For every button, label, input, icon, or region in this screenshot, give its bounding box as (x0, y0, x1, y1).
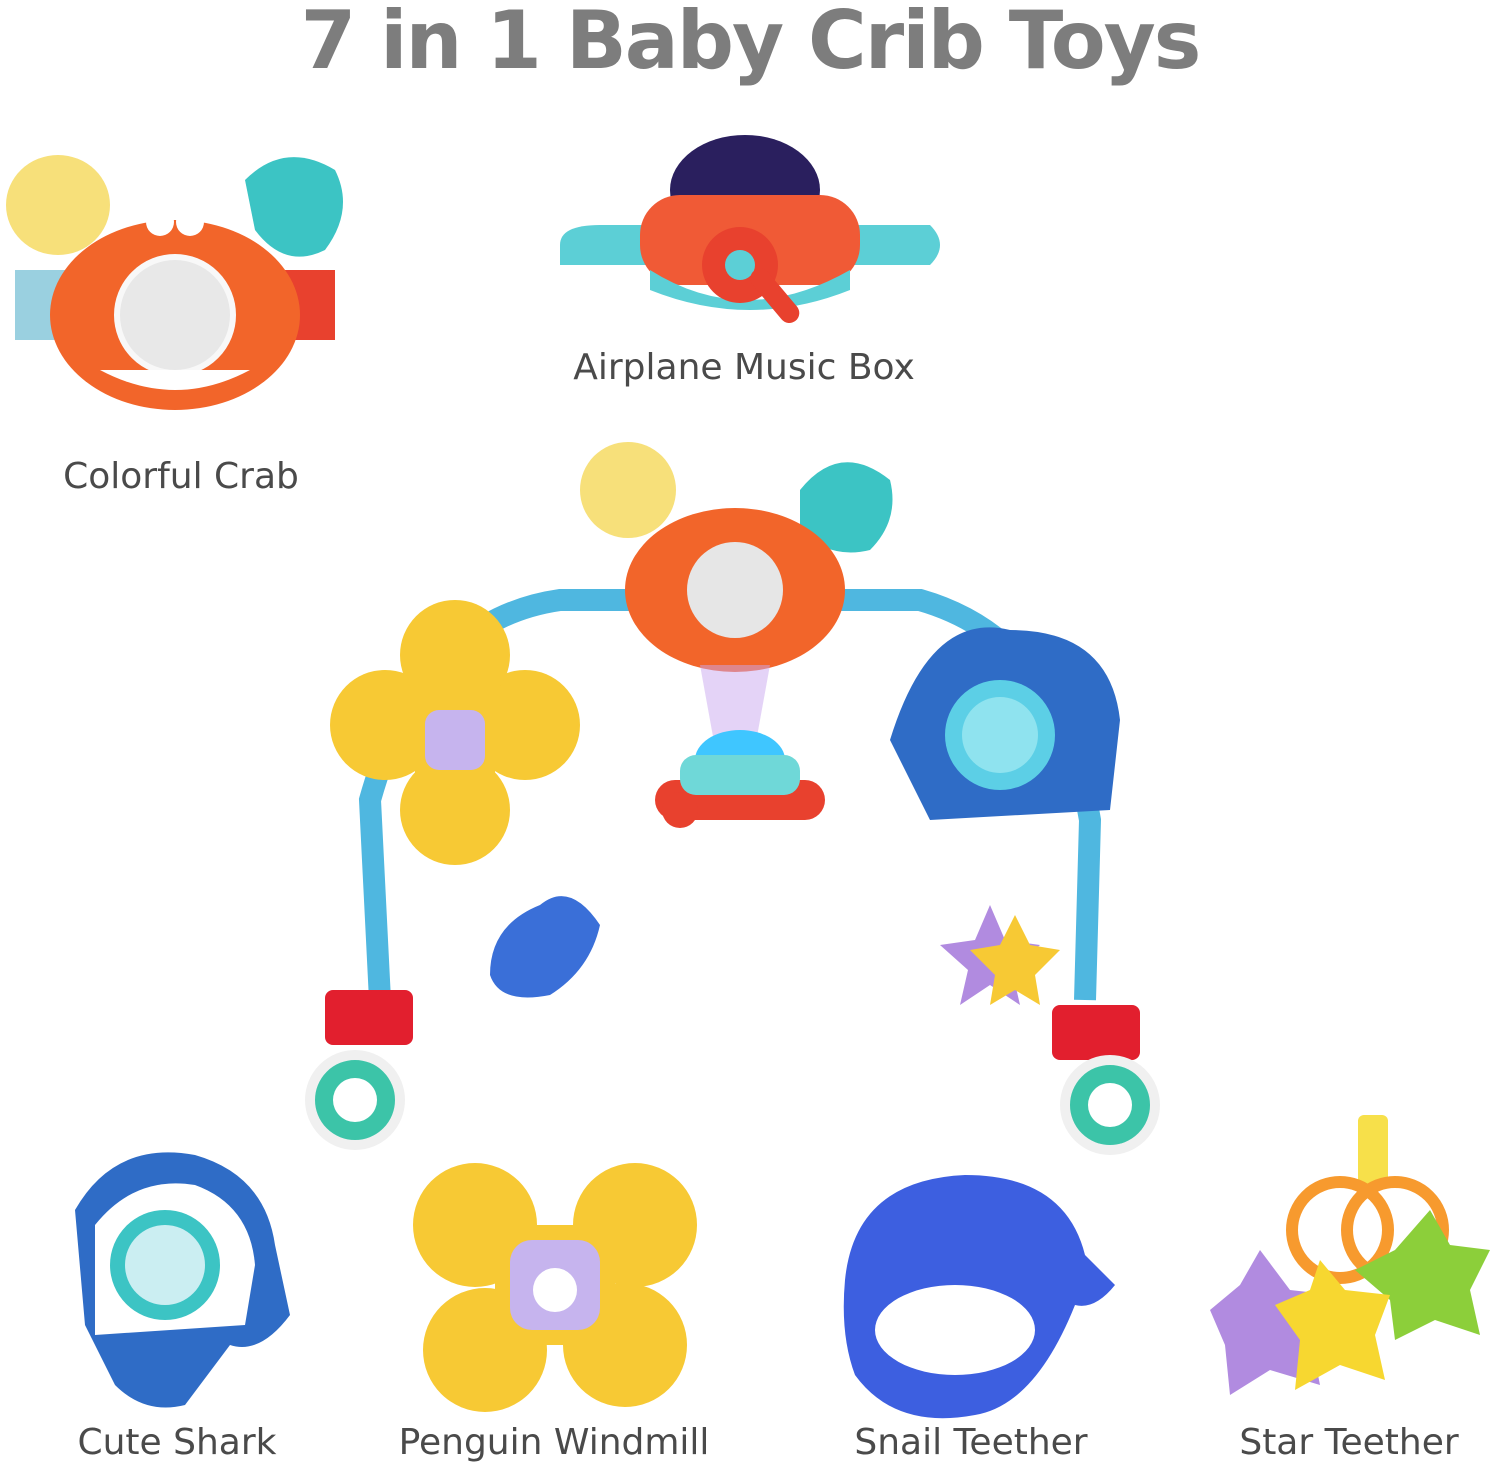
airplane-music-box-image (560, 135, 940, 323)
cute-shark-label: Cute Shark (77, 1422, 277, 1463)
penguin-windmill-label: Penguin Windmill (398, 1422, 710, 1463)
penguin-windmill-image (413, 1163, 697, 1412)
right-clip (1052, 1005, 1160, 1155)
star-teether-image (1210, 1115, 1490, 1395)
colorful-crab-label: Colorful Crab (63, 456, 299, 497)
crib-arch-assembled-image (305, 442, 1160, 1155)
left-clip (305, 990, 413, 1150)
airplane-music-box-label: Airplane Music Box (573, 347, 915, 388)
page-title: 7 in 1 Baby Crib Toys (300, 0, 1202, 87)
star-teether-label: Star Teether (1239, 1422, 1459, 1463)
snail-teether-label: Snail Teether (854, 1422, 1088, 1463)
colorful-crab-image (6, 155, 343, 410)
snail-teether-image (843, 1175, 1115, 1419)
cute-shark-image (75, 1152, 290, 1408)
